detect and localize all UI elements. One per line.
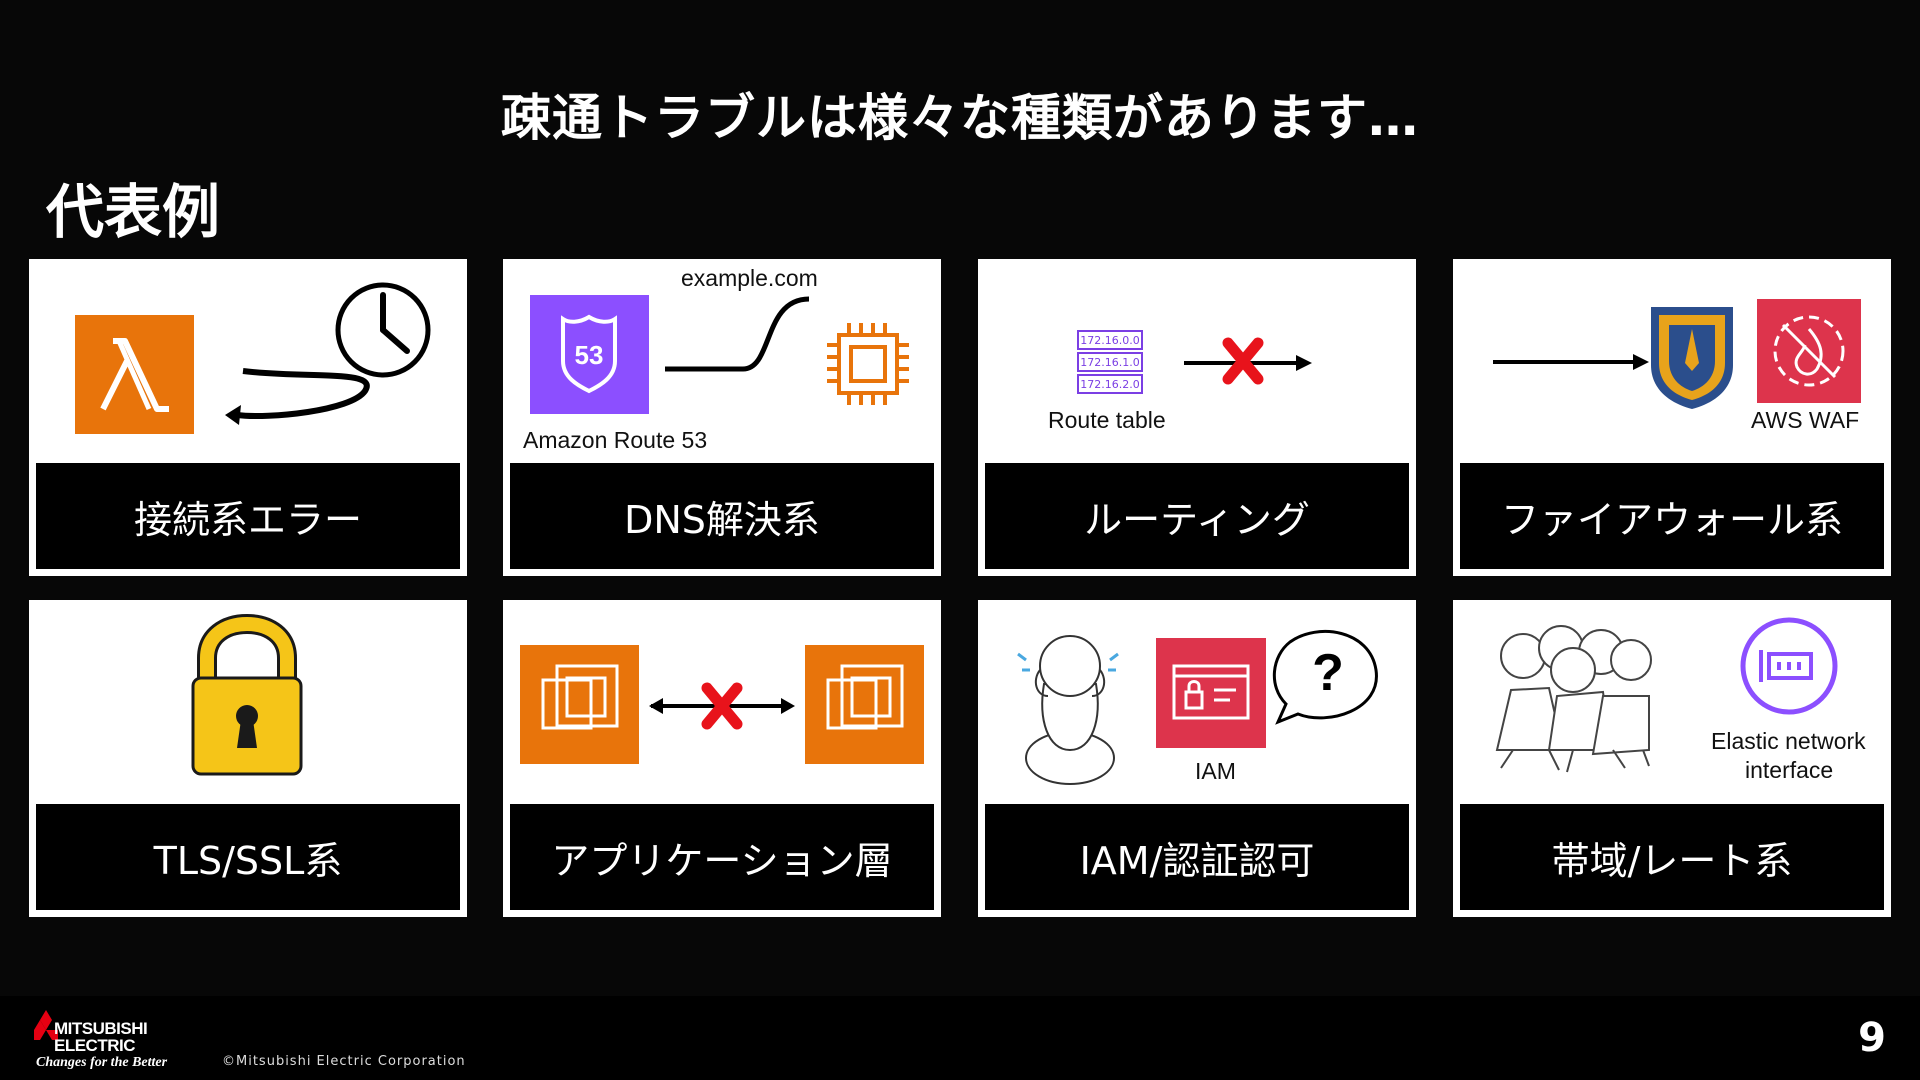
shield-icon [1651, 307, 1733, 409]
brand-name: MITSUBISHI ELECTRIC [54, 1019, 148, 1055]
route-table-caption: Route table [1048, 407, 1166, 433]
card-label: DNS解決系 [510, 463, 934, 569]
card-label: ルーティング [985, 463, 1409, 569]
chip-icon [827, 323, 909, 405]
aws-lambda-icon [75, 315, 194, 434]
card-routing: 172.16.0.0 172.16.1.0 172.16.2.0 Route t… [978, 259, 1416, 576]
footer-bar [0, 996, 1920, 1080]
blocked-arrow-icon [1184, 337, 1312, 385]
connection-error-illustration [75, 282, 431, 434]
card-application: アプリケーション層 [503, 600, 941, 917]
route53-caption: Amazon Route 53 [523, 427, 708, 453]
brand-tagline: Changes for the Better [36, 1055, 168, 1070]
iam-icon [1156, 638, 1266, 748]
card-label: ファイアウォール系 [1460, 463, 1884, 569]
route-table-icon: 172.16.0.0 172.16.1.0 172.16.2.0 [1077, 330, 1143, 394]
domain-caption: example.com [681, 265, 818, 291]
card-label: 接続系エラー [36, 463, 460, 569]
ec2-instances-icon-right [805, 645, 924, 764]
svg-text:53: 53 [575, 340, 604, 370]
dns-route-line [665, 296, 810, 372]
application-illustration [520, 645, 924, 764]
clock-icon [335, 282, 431, 378]
svg-text:?: ? [1312, 644, 1344, 702]
mitsubishi-logo-icon [34, 1010, 58, 1040]
loop-arrow-icon [225, 368, 370, 425]
card-connection-error: 接続系エラー [29, 259, 467, 576]
card-tls: TLS/SSL系 [29, 600, 467, 917]
eni-caption-line2: interface [1745, 757, 1834, 783]
card-label: TLS/SSL系 [36, 804, 460, 910]
routing-illustration: 172.16.0.0 172.16.1.0 172.16.2.0 [1077, 330, 1312, 394]
card-iam: ? IAM IAM/認証認可 [978, 600, 1416, 917]
firewall-illustration [1493, 299, 1861, 409]
card-firewall: AWS WAF ファイアウォール系 [1453, 259, 1891, 576]
route-entry-2: 172.16.2.0 [1080, 378, 1139, 391]
route-entry-1: 172.16.1.0 [1080, 356, 1139, 369]
tls-illustration [191, 613, 303, 776]
bandwidth-illustration [1495, 617, 1838, 773]
page-number: 9 [1858, 1015, 1886, 1061]
iam-illustration: ? [1017, 629, 1378, 785]
route-entry-0: 172.16.0.0 [1080, 334, 1139, 347]
waf-icon [1757, 299, 1861, 403]
slide-title: 疎通トラブルは様々な種類があります… [501, 89, 1419, 147]
eni-caption-line1: Elastic network [1711, 728, 1866, 754]
dns-illustration: 53 [530, 295, 909, 414]
card-label: IAM/認証認可 [985, 804, 1409, 910]
question-bubble-icon: ? [1272, 629, 1378, 725]
iam-caption: IAM [1195, 758, 1236, 784]
eni-icon [1740, 617, 1838, 715]
brand-line2: ELECTRIC [54, 1036, 136, 1055]
arrow-icon [1493, 354, 1649, 370]
crowd-icon [1495, 625, 1652, 773]
slide-subtitle: 代表例 [46, 178, 221, 246]
card-bandwidth: Elastic network interface 帯域/レート系 [1453, 600, 1891, 917]
padlock-icon [191, 613, 303, 776]
route53-icon: 53 [530, 295, 649, 414]
ec2-instances-icon-left [520, 645, 639, 764]
card-dns: 53 example.com Amazon Route 53 DNS解決系 [503, 259, 941, 576]
card-label: アプリケーション層 [510, 804, 934, 910]
confused-person-icon [1017, 635, 1119, 785]
blocked-arrow-icon [649, 682, 795, 730]
brand-line1: MITSUBISHI [54, 1019, 148, 1038]
card-label: 帯域/レート系 [1460, 804, 1884, 910]
waf-caption: AWS WAF [1751, 407, 1860, 433]
copyright-text: ©Mitsubishi Electric Corporation [222, 1054, 466, 1069]
